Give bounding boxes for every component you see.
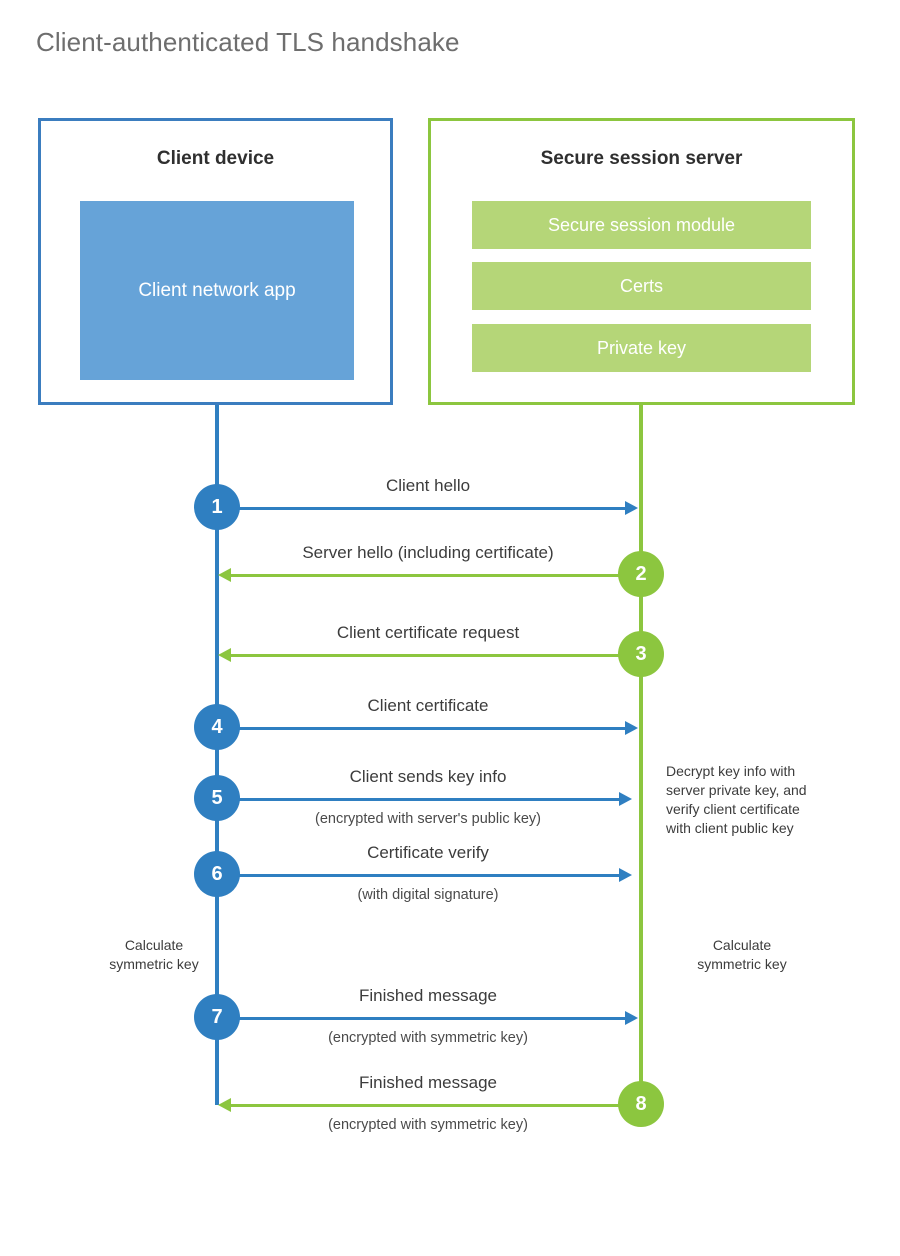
message-7-arrowhead bbox=[625, 1011, 638, 1025]
client-device-box: Client device Client network app bbox=[38, 118, 393, 405]
server-block-certs: Certs bbox=[472, 262, 811, 310]
server-lifeline bbox=[639, 405, 643, 1105]
server-calculate-note: Calculate symmetric key bbox=[666, 936, 818, 974]
message-2-arrowhead bbox=[218, 568, 231, 582]
client-calculate-note: Calculate symmetric key bbox=[78, 936, 230, 974]
message-8-arrowhead bbox=[218, 1098, 231, 1112]
message-4-label: Client certificate bbox=[367, 696, 489, 715]
secure-session-server-box: Secure session server Secure session mod… bbox=[428, 118, 855, 405]
message-1-line bbox=[217, 507, 625, 510]
message-4-line bbox=[217, 727, 625, 730]
message-3-arrowhead bbox=[218, 648, 231, 662]
client-device-title: Client device bbox=[156, 148, 275, 169]
message-1-label: Client hello bbox=[385, 476, 471, 495]
message-3-line bbox=[231, 654, 641, 657]
client-calculate-note-line-1: Calculate bbox=[124, 937, 184, 953]
step-circle-4[interactable]: 4 bbox=[194, 704, 240, 750]
step-circle-1[interactable]: 1 bbox=[194, 484, 240, 530]
page-title: Client-authenticated TLS handshake bbox=[36, 27, 460, 57]
server-calculate-note-line-1: Calculate bbox=[712, 937, 772, 953]
step-circle-2[interactable]: 2 bbox=[618, 551, 664, 597]
message-6-arrowhead bbox=[619, 868, 632, 882]
message-8-sublabel: (encrypted with symmetric key) bbox=[328, 1117, 528, 1133]
server-decrypt-note-line-2: server private key, and bbox=[666, 781, 807, 798]
server-decrypt-note-line-1: Decrypt key info with bbox=[666, 763, 796, 779]
client-calculate-note-line-2: symmetric key bbox=[109, 955, 199, 972]
message-3-label: Client certificate request bbox=[336, 623, 520, 642]
message-6-sublabel: (with digital signature) bbox=[357, 887, 499, 903]
step-circle-8[interactable]: 8 bbox=[618, 1081, 664, 1127]
secure-session-server-title: Secure session server bbox=[540, 148, 743, 169]
server-block-private-key: Private key bbox=[472, 324, 811, 372]
step-circle-5[interactable]: 5 bbox=[194, 775, 240, 821]
message-7-line bbox=[217, 1017, 625, 1020]
client-network-app-block: Client network app bbox=[80, 201, 354, 380]
message-5-label: Client sends key info bbox=[349, 767, 507, 786]
server-decrypt-note: Decrypt key info with server private key… bbox=[666, 762, 836, 838]
message-6-label: Certificate verify bbox=[367, 843, 489, 862]
message-5-line bbox=[217, 798, 619, 801]
message-7-label: Finished message bbox=[359, 986, 497, 1005]
message-1-arrowhead bbox=[625, 501, 638, 515]
message-8-label: Finished message bbox=[359, 1073, 497, 1092]
server-block-secure-session-module: Secure session module bbox=[472, 201, 811, 249]
step-circle-3[interactable]: 3 bbox=[618, 631, 664, 677]
message-5-arrowhead bbox=[619, 792, 632, 806]
message-4-arrowhead bbox=[625, 721, 638, 735]
server-calculate-note-line-2: symmetric key bbox=[697, 955, 787, 972]
step-circle-6[interactable]: 6 bbox=[194, 851, 240, 897]
message-6-line bbox=[217, 874, 619, 877]
message-8-line bbox=[231, 1104, 641, 1107]
message-7-sublabel: (encrypted with symmetric key) bbox=[328, 1030, 528, 1046]
message-5-sublabel: (encrypted with server's public key) bbox=[315, 811, 541, 827]
server-decrypt-note-line-3: verify client certificate bbox=[666, 800, 800, 817]
server-decrypt-note-line-4: with client public key bbox=[666, 819, 794, 836]
message-2-label: Server hello (including certificate) bbox=[302, 543, 554, 562]
step-circle-7[interactable]: 7 bbox=[194, 994, 240, 1040]
message-2-line bbox=[231, 574, 641, 577]
client-lifeline bbox=[215, 405, 219, 1105]
